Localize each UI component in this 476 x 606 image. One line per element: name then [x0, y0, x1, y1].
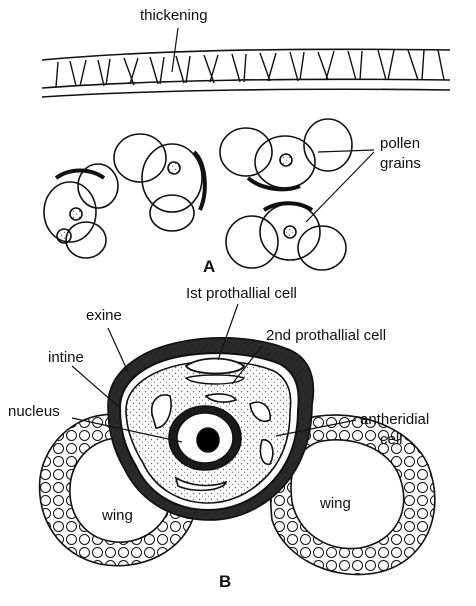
label-thickening: thickening: [140, 8, 208, 23]
first-prothallial-cell: [186, 359, 244, 374]
panel-label-b: B: [219, 573, 231, 590]
label-antheridial: antheridial: [360, 412, 429, 427]
label-first-prothallial-cell: Ist prothallial cell: [186, 286, 297, 301]
label-antheridial-cell: cell: [380, 432, 403, 447]
label-wing-right: wing: [320, 496, 351, 511]
panel-label-a: A: [203, 258, 215, 275]
pollen-grain-3: [220, 119, 352, 189]
label-second-prothallial-cell: 2nd prothallial cell: [266, 328, 386, 343]
label-intine: intine: [48, 350, 84, 365]
anther-wall-thickening: [42, 28, 450, 97]
pollen-leader-lines: [306, 150, 374, 222]
pollen-grain-1: [44, 164, 118, 258]
label-wing-left: wing: [102, 508, 133, 523]
label-exine: exine: [86, 308, 122, 323]
nucleus: [169, 406, 241, 470]
label-grains: grains: [380, 156, 421, 171]
pollen-grain-4: [226, 203, 346, 270]
pollen-grain-2: [114, 134, 205, 231]
label-pollen: pollen: [380, 136, 420, 151]
label-nucleus: nucleus: [8, 404, 60, 419]
